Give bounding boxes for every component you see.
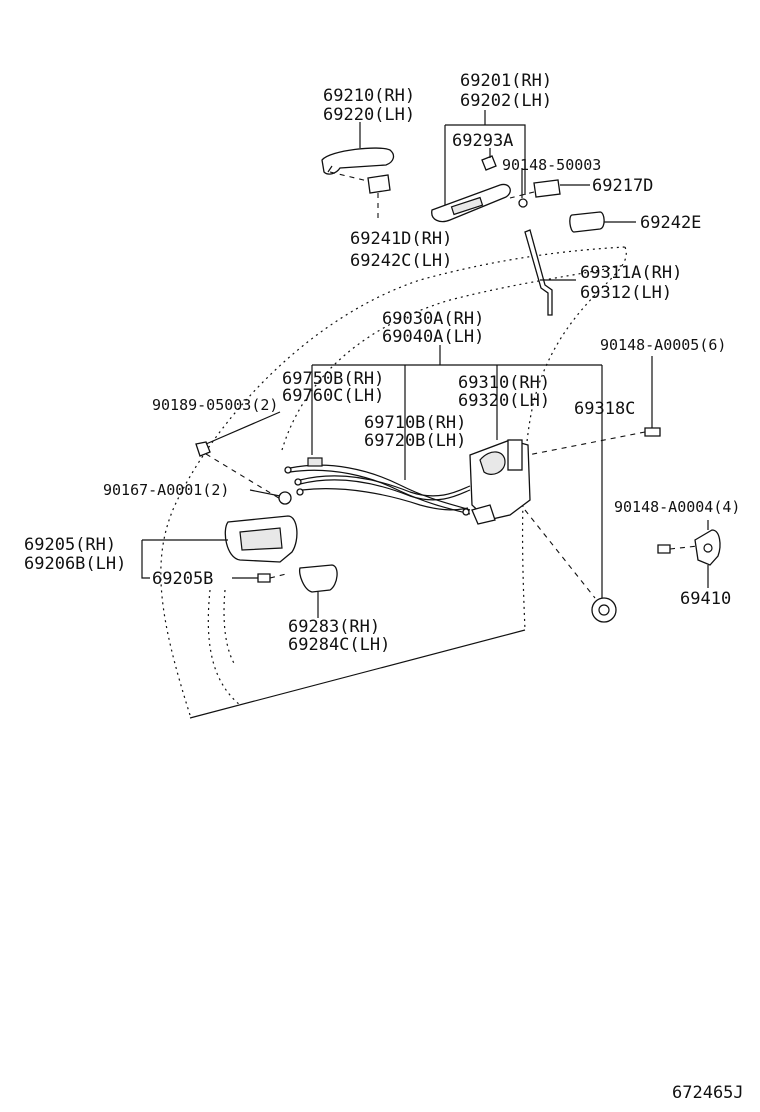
screw-90148-A0005 [644,427,661,437]
rod-69311A [524,229,553,316]
bracket-69205 [141,539,228,579]
door-bottom-edge [189,629,526,719]
handle-pad [367,174,391,194]
grommet [591,597,617,623]
label-69284C: 69284C(LH) [288,635,390,655]
leader-90189 [205,411,281,445]
screw-90167-A0001 [278,491,292,505]
label-69750B: 69750B(RH) [282,369,384,389]
cables [284,457,471,516]
label-69410: 69410 [680,589,731,609]
label-69220: 69220(LH) [323,105,415,125]
clip-69293A [481,155,497,171]
label-69293A: 69293A [452,131,513,151]
label-69205: 69205(RH) [24,535,116,555]
label-90148-A0005: 90148-A0005(6) [600,336,726,354]
bracket-69030A [311,345,603,598]
dash-screw-to-striker [669,545,699,550]
door-striker [694,529,721,566]
label-69210: 69210(RH) [323,86,415,106]
label-69040A: 69040A(LH) [382,327,484,347]
label-90148-A0004: 90148-A0004(4) [614,498,740,516]
label-69206B: 69206B(LH) [24,554,126,574]
outside-handle [321,147,395,175]
leader-90167 [249,489,281,497]
label-69205B: 69205B [152,569,213,589]
door-lock-assembly [469,439,531,525]
dash-screw-69205B [269,573,287,579]
label-69710B: 69710B(RH) [364,413,466,433]
label-69241D: 69241D(RH) [350,229,452,249]
label-90167-A0001: 90167-A0001(2) [103,481,229,499]
cover-69217D [533,179,561,198]
bracket-69201 [444,110,526,205]
clip-90189-05003 [195,441,211,457]
label-69312: 69312(LH) [580,283,672,303]
dash-lock-to-grommet [524,509,596,599]
label-69720B: 69720B(LH) [364,431,466,451]
label-69201: 69201(RH) [460,71,552,91]
label-69242E: 69242E [640,213,701,233]
label-90148-50003: 90148-50003 [502,156,601,174]
label-69310: 69310(RH) [458,373,550,393]
bezel-69283 [298,564,338,593]
label-69030A: 69030A(RH) [382,309,484,329]
label-69202: 69202(LH) [460,91,552,111]
label-69320: 69320(LH) [458,391,550,411]
grommet-inner [598,604,610,616]
label-90189-05003: 90189-05003(2) [152,396,278,414]
dash-clip-to-handle [205,453,283,501]
dash-screw-to-lock [527,431,646,456]
handle-frame [431,183,511,223]
label-69242C: 69242C(LH) [350,251,452,271]
label-69760C: 69760C(LH) [282,386,384,406]
screw-69205B [257,573,271,583]
label-69311A: 69311A(RH) [580,263,682,283]
screw-90148-A0004 [657,544,671,554]
inside-handle [224,515,298,563]
door-outline [160,246,627,716]
label-69283: 69283(RH) [288,617,380,637]
label-69318C: 69318C [574,399,635,419]
dash-cover-to-frame [509,191,535,199]
diagram-reference-number: 672465J [672,1083,744,1103]
pad-69242E [569,211,605,233]
screw-90148-50003 [518,198,528,208]
label-69217D: 69217D [592,176,653,196]
dash-handle-to-pad [329,171,373,183]
